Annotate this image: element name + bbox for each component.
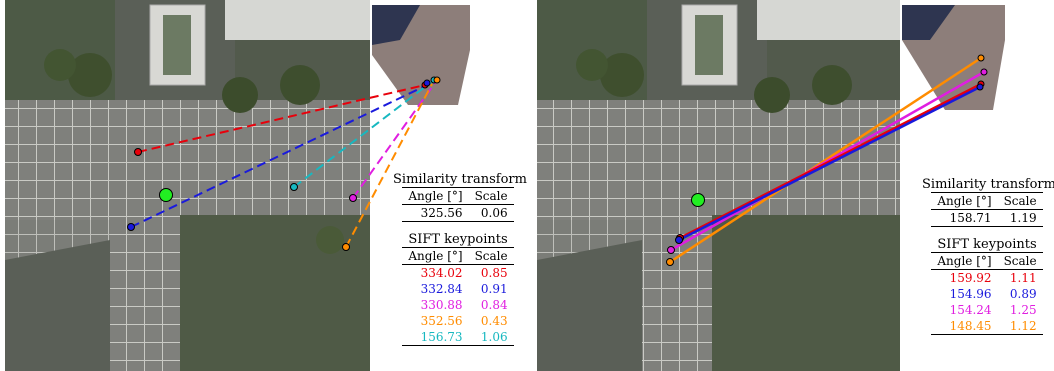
scale-header: Scale <box>997 252 1043 270</box>
match-line-cyan <box>293 79 435 188</box>
sift-table: Angle [°] Scale 334.02 0.85 332.84 0.91 … <box>402 247 514 346</box>
keypoint-orange <box>666 258 674 266</box>
scale-header: Scale <box>997 192 1043 210</box>
keypoint-magenta <box>349 194 357 202</box>
table-row: 159.92 1.11 <box>949 271 1037 285</box>
similarity-table: Angle [°] Scale 158.71 1.19 <box>931 192 1043 227</box>
match-line-magenta <box>352 79 438 199</box>
table-row: 156.73 1.06 <box>402 329 514 346</box>
keypoint-cyan <box>290 183 298 191</box>
match-line-magenta <box>670 70 985 252</box>
angle-header: Angle [°] <box>931 252 998 270</box>
match-line-red <box>679 82 982 240</box>
similarity-title: Similarity transform <box>393 172 527 187</box>
sift-title: SIFT keypoints <box>937 237 1037 252</box>
match-line-orange <box>345 83 433 248</box>
table-row: 332.84 0.91 <box>420 282 508 296</box>
scale-header: Scale <box>468 247 514 265</box>
similarity-angle: 158.71 <box>931 209 998 227</box>
table-row: 148.45 1.12 <box>931 318 1043 335</box>
match-line-blue <box>678 85 981 242</box>
table-row: 154.24 1.25 <box>949 303 1037 317</box>
left-tables: Similarity transform Angle [°] Scale 325… <box>393 172 527 346</box>
center-point <box>159 188 173 202</box>
similarity-title: Similarity transform <box>922 177 1054 192</box>
keypoint-red <box>134 148 142 156</box>
keypoint-blue <box>127 223 135 231</box>
angle-header: Angle [°] <box>402 187 469 205</box>
table-row: 154.96 0.89 <box>949 287 1037 301</box>
similarity-angle: 325.56 <box>402 204 469 222</box>
table-row: 352.56 0.43 <box>420 314 508 328</box>
table-row: 330.88 0.84 <box>420 298 508 312</box>
left-aerial-figure <box>5 0 470 371</box>
keypoint-magenta <box>667 246 675 254</box>
right-tables: Similarity transform Angle [°] Scale 158… <box>922 177 1054 335</box>
similarity-scale: 0.06 <box>468 204 514 222</box>
table-row: 334.02 0.85 <box>420 266 508 280</box>
angle-header: Angle [°] <box>402 247 469 265</box>
center-point <box>691 193 705 207</box>
keypoint-orange <box>342 243 350 251</box>
right-aerial-figure <box>537 0 1005 371</box>
scale-header: Scale <box>468 187 514 205</box>
similarity-scale: 1.19 <box>997 209 1043 227</box>
match-line-red <box>137 84 426 153</box>
sift-table: Angle [°] Scale 159.92 1.11 154.96 0.89 … <box>931 252 1043 335</box>
similarity-table: Angle [°] Scale 325.56 0.06 <box>402 187 514 222</box>
sift-title: SIFT keypoints <box>408 232 508 247</box>
match-line-orange <box>669 56 982 264</box>
match-line-blue <box>130 85 426 228</box>
keypoint-blue <box>675 236 683 244</box>
angle-header: Angle [°] <box>931 192 998 210</box>
